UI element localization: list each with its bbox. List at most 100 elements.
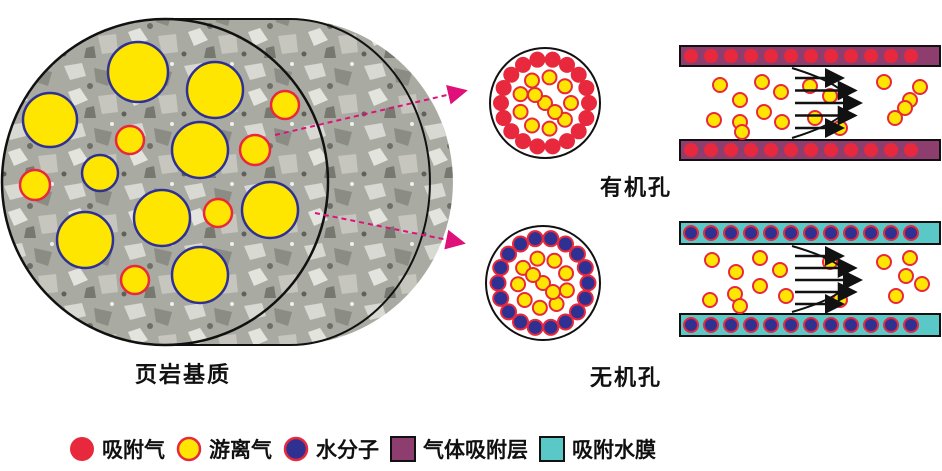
free-gas-particle bbox=[773, 84, 789, 100]
free-gas-particle bbox=[558, 282, 575, 299]
adsorbed-gas-icon bbox=[70, 437, 94, 461]
adsorbed-gas-particle bbox=[884, 143, 898, 157]
free-gas-particle bbox=[728, 264, 744, 280]
adsorbed-gas-particle bbox=[684, 49, 698, 63]
free-gas-particle bbox=[712, 77, 728, 93]
water-molecule-particle bbox=[703, 225, 719, 241]
adsorbed-gas-particle bbox=[503, 66, 520, 83]
adsorbed-gas-particle bbox=[515, 56, 531, 73]
water-molecule-particle bbox=[492, 259, 510, 277]
arrow-to-inorganic-pore bbox=[314, 212, 466, 250]
matrix-label: 页岩基质 bbox=[135, 362, 232, 388]
adsorbed-gas-particle bbox=[495, 110, 512, 127]
adsorbed-gas-particle bbox=[724, 143, 738, 157]
water-molecule-particle bbox=[683, 317, 699, 333]
water-molecule-particle bbox=[500, 303, 518, 321]
free-gas-particle bbox=[752, 250, 768, 266]
inorganic-pore-cross-section bbox=[485, 225, 601, 341]
water-molecule-particle bbox=[576, 259, 594, 277]
adsorbed-gas-particle bbox=[864, 143, 878, 157]
water-molecule-particle bbox=[903, 317, 919, 333]
arrow-to-organic-pore bbox=[274, 84, 468, 136]
free-gas-pore bbox=[132, 188, 192, 248]
adsorbed-gas-particle bbox=[578, 79, 595, 96]
inorganic-pore-channel bbox=[679, 221, 941, 337]
gas-layer-swatch-icon bbox=[390, 436, 416, 462]
adsorbed-gas-particle bbox=[559, 56, 575, 73]
water-molecule-particle bbox=[576, 289, 594, 307]
free-gas-particle bbox=[545, 284, 561, 300]
adsorbed-gas-particle bbox=[904, 143, 918, 157]
free-gas-particle bbox=[887, 110, 903, 126]
water-molecule-particle bbox=[512, 313, 529, 331]
water-molecule-particle bbox=[843, 317, 859, 333]
free-gas-particle bbox=[752, 278, 768, 294]
adsorbed-gas-particle bbox=[515, 133, 531, 150]
small-pore bbox=[114, 124, 146, 156]
free-gas-particle bbox=[704, 252, 720, 268]
small-pore bbox=[202, 197, 234, 229]
free-gas-particle bbox=[541, 120, 558, 137]
adsorbed-gas-particle bbox=[684, 143, 698, 157]
free-gas-particle bbox=[706, 112, 722, 128]
free-gas-particle bbox=[510, 276, 527, 293]
adsorbed-gas-particle bbox=[704, 49, 718, 63]
adsorbed-gas-particle bbox=[495, 79, 512, 96]
free-gas-particle bbox=[732, 92, 748, 108]
adsorbed-gas-particle bbox=[844, 143, 858, 157]
small-pore bbox=[119, 264, 151, 296]
free-gas-pore bbox=[170, 120, 230, 180]
matrix-gas-particles bbox=[18, 40, 301, 305]
water-molecule-particle bbox=[492, 289, 510, 307]
water-molecule-particle bbox=[903, 225, 919, 241]
free-gas-particle bbox=[774, 114, 790, 130]
organic-pore-cross-section bbox=[489, 47, 601, 159]
water-molecule-particle bbox=[512, 235, 529, 253]
adsorbed-gas-particle bbox=[884, 49, 898, 63]
legend: 吸附气 游离气 水分子 气体吸附层 吸附水膜 bbox=[68, 433, 660, 465]
free-gas-pore bbox=[170, 245, 230, 305]
water-molecule-particle bbox=[803, 225, 819, 241]
legend-label: 吸附水膜 bbox=[572, 437, 656, 462]
adsorbed-gas-particle bbox=[570, 66, 587, 83]
inorganic-pore-label: 无机孔 bbox=[590, 365, 663, 391]
adsorbed-gas-particle bbox=[744, 49, 758, 63]
adsorbed-gas-particle bbox=[544, 138, 561, 155]
legend-item-free-gas: 游离气 bbox=[175, 434, 272, 464]
shale-cylinder bbox=[0, 17, 453, 347]
adsorbed-gas-particle bbox=[764, 49, 778, 63]
water-molecule-particle bbox=[542, 230, 560, 248]
organic-pore-label: 有机孔 bbox=[600, 175, 673, 201]
water-molecule-particle bbox=[743, 225, 759, 241]
free-gas-particle bbox=[524, 72, 540, 89]
water-molecule-particle bbox=[703, 317, 719, 333]
free-gas-particle bbox=[516, 291, 533, 308]
free-gas-pore bbox=[106, 40, 170, 104]
water-molecule-particle bbox=[823, 317, 839, 333]
free-gas-particle bbox=[732, 298, 748, 314]
water-molecule-particle bbox=[783, 317, 799, 333]
adsorbed-gas-particle bbox=[544, 51, 561, 68]
free-gas-particle bbox=[876, 254, 892, 270]
free-gas-particle bbox=[558, 265, 575, 282]
legend-item-adsorbed-water-film: 吸附水膜 bbox=[538, 434, 656, 464]
free-gas-icon bbox=[176, 436, 202, 462]
free-gas-particle bbox=[524, 117, 540, 134]
water-molecule-particle bbox=[568, 303, 586, 321]
water-molecule-particle bbox=[783, 225, 799, 241]
legend-label: 游离气 bbox=[209, 437, 272, 462]
water-molecule-particle bbox=[863, 225, 879, 241]
adsorbed-gas-particle bbox=[493, 95, 509, 111]
free-gas-pore bbox=[185, 60, 245, 120]
free-gas-particle bbox=[525, 267, 541, 283]
legend-item-gas-adsorption-layer: 气体吸附层 bbox=[389, 434, 528, 464]
adsorbed-gas-particle bbox=[864, 49, 878, 63]
water-molecule-particle bbox=[500, 245, 518, 263]
adsorbed-gas-particle bbox=[529, 51, 546, 68]
adsorbed-gas-particle bbox=[904, 49, 918, 63]
adsorbed-gas-particle bbox=[503, 123, 520, 140]
water-molecule-particle bbox=[542, 318, 560, 336]
adsorbed-gas-particle bbox=[784, 49, 798, 63]
water-molecule-particle bbox=[843, 225, 859, 241]
small-pore bbox=[269, 89, 301, 121]
